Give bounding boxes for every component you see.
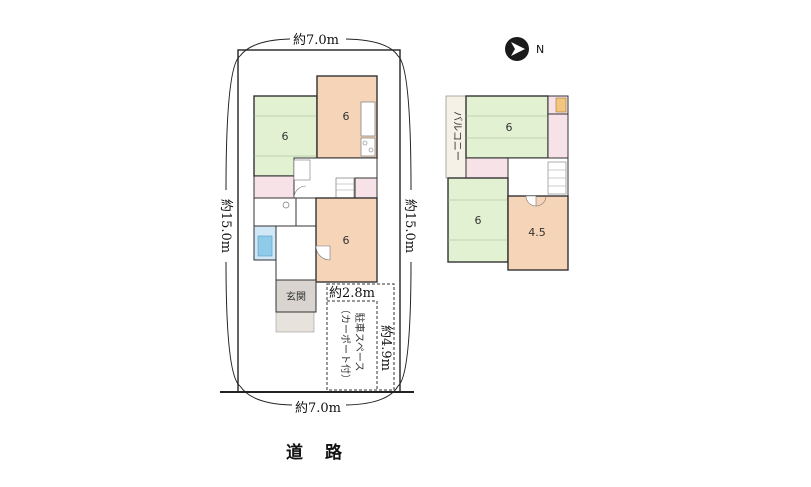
entrance-label: 玄関 [286, 290, 306, 303]
closet-1f [253, 175, 295, 199]
washroom [253, 197, 297, 227]
entrance-genkan [275, 279, 317, 313]
room-label-washitsu-sw: 6 [475, 214, 482, 227]
parking-depth-label: 約4.9m [378, 325, 393, 371]
door-swing-2 [293, 185, 307, 199]
road-label: 道 路 [286, 442, 350, 463]
site-width-bottom-label: 約7.0m [295, 401, 341, 416]
compass: N [505, 37, 544, 61]
floor2-plan [445, 95, 569, 271]
room-label-kitchen: 6 [343, 110, 350, 123]
closet-2f-w [465, 157, 509, 179]
stairs-1f [335, 177, 355, 199]
site-width-top-label: 約7.0m [293, 33, 339, 48]
room-south-1f [315, 197, 378, 283]
bathtub [257, 235, 273, 257]
site-depth-left-label: 約15.0m [218, 199, 233, 253]
room-label-se: 4.5 [528, 226, 546, 239]
room-washitsu-sw [447, 177, 509, 263]
site-boundary [220, 49, 414, 393]
parking-width-label: 約2.8m [329, 286, 375, 301]
carport-label: （カーポート付） [339, 304, 352, 384]
dimension-arcs [225, 38, 412, 406]
parking-space [326, 283, 395, 391]
room-label-washitsu-nw: 6 [282, 130, 289, 143]
shelf [555, 97, 567, 113]
floor1-plan [253, 75, 378, 333]
room-kitchen [316, 75, 378, 159]
closet-2f-e [547, 113, 569, 159]
approach-step [275, 311, 315, 333]
room-washitsu-n [465, 95, 549, 159]
door-swing-4 [535, 195, 547, 207]
parking-label: 駐車スペース [353, 313, 366, 372]
corridor-1f [275, 225, 317, 281]
door-swing-1 [315, 245, 331, 261]
kitchen-counter [360, 101, 376, 137]
door-swing-3 [525, 195, 537, 207]
stove [360, 137, 376, 157]
storage-1f [354, 177, 378, 199]
site-depth-right-label: 約15.0m [402, 199, 417, 253]
room-se [507, 195, 569, 271]
washbasin [282, 201, 290, 209]
balcony-label: バルコニー [451, 111, 463, 161]
toilet [293, 159, 311, 181]
compass-north-label: N [536, 43, 544, 56]
room-label-south-1f: 6 [343, 234, 350, 247]
room-label-washitsu-n: 6 [506, 121, 513, 134]
